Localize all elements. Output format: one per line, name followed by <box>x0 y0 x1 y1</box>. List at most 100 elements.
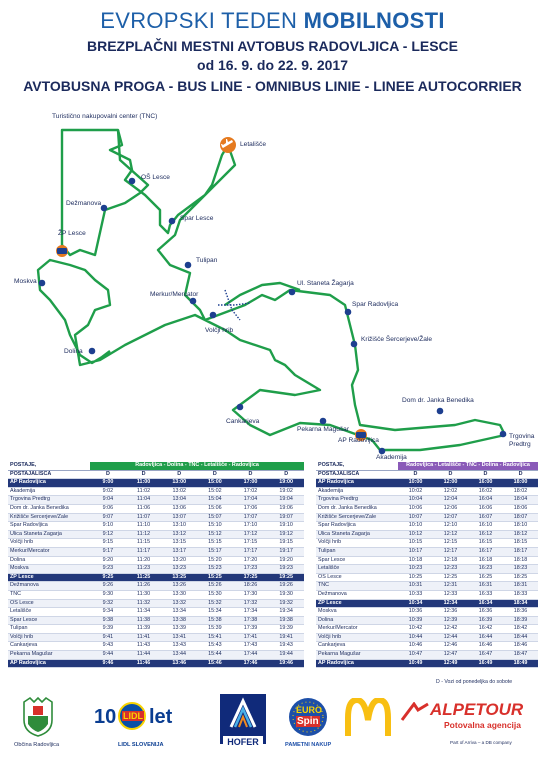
stop-name-cell: Pekarna Magušar <box>316 650 398 660</box>
departure-time-cell: 11:10 <box>125 521 162 531</box>
departure-time-cell: 9:38 <box>90 616 126 626</box>
departure-time-cell: 12:02 <box>433 487 468 497</box>
departure-time-cell: 19:44 <box>268 650 304 660</box>
departure-time-cell: 16:36 <box>468 607 503 617</box>
stop-akademija[interactable] <box>378 447 386 455</box>
label-zp-lesce: ŽP Lesce <box>58 230 86 237</box>
departure-time-cell: 13:12 <box>161 530 198 540</box>
stop-name-cell: Ulica Staneta Žagarja <box>316 530 398 540</box>
departure-time-cell: 18:46 <box>503 641 539 652</box>
departure-time-cell: 10:47 <box>398 650 433 660</box>
departure-time-cell: 19:34 <box>268 607 304 617</box>
stop-os-lesce[interactable] <box>128 177 136 185</box>
departure-time-cell: 16:44 <box>468 633 503 643</box>
departure-time-cell: 13:38 <box>161 616 198 626</box>
stop-krizisce[interactable] <box>350 340 358 348</box>
departure-time-cell: 13:26 <box>161 581 198 591</box>
stop-trgovina[interactable] <box>499 430 507 438</box>
departure-time-cell: 19:00 <box>268 478 304 488</box>
day-label: D <box>468 470 503 480</box>
departure-time-cell: 11:00 <box>125 478 162 488</box>
departure-time-cell: 19:10 <box>268 521 304 531</box>
departure-time-cell: 12:12 <box>433 530 468 540</box>
departure-time-cell: 15:44 <box>197 650 233 660</box>
departure-time-cell: 9:30 <box>90 590 126 600</box>
stop-pekarna[interactable] <box>319 417 327 425</box>
header-route-title: Radovljica - Letališče - TNC - Dolina - … <box>398 462 539 471</box>
route-map: Turistično nakupovalni center (TNC) Leta… <box>0 105 545 461</box>
stop-spar-radovljica[interactable] <box>344 308 352 316</box>
departure-time-cell: 17:32 <box>232 599 269 609</box>
stop-name-cell: Dežmanova <box>8 581 91 591</box>
lidl-caption: LIDL SLOVENIJA <box>118 742 164 748</box>
departure-time-cell: 18:25 <box>503 573 539 583</box>
departure-time-cell: 18:36 <box>503 607 539 617</box>
departure-time-cell: 9:00 <box>90 478 126 488</box>
sponsor-logos: Občina Radovljica 10 LIDL let LIDL SLOVE… <box>0 688 545 768</box>
departure-time-cell: 13:34 <box>161 607 198 617</box>
departure-time-cell: 18:04 <box>503 495 539 505</box>
stop-name-cell: ŽP Lesce <box>316 599 398 609</box>
departure-time-cell: 16:18 <box>468 556 503 566</box>
stop-cankarjeva[interactable] <box>236 403 244 411</box>
stop-dolina[interactable] <box>88 347 96 355</box>
stop-moskva[interactable] <box>38 279 46 287</box>
eurospin-logo: EURO Spin <box>287 696 329 738</box>
label-ap-radovljica: AP Radovljica <box>338 437 379 444</box>
label-dom-benedika: Dom dr. Janka Benedika <box>402 397 474 404</box>
departure-time-cell: 12:34 <box>433 599 468 609</box>
departure-time-cell: 17:23 <box>232 564 269 574</box>
departure-time-cell: 13:20 <box>161 556 198 566</box>
stop-name-cell: AP Radovljica <box>8 659 91 669</box>
departure-time-cell: 10:15 <box>398 538 433 548</box>
event-title-bold: MOBILNOSTI <box>303 8 445 33</box>
departure-time-cell: 19:41 <box>268 633 304 643</box>
stop-merkur[interactable] <box>189 297 197 305</box>
departure-time-cell: 11:17 <box>125 547 162 557</box>
service-title: BREZPLAČNI MESTNI AVTOBUS RADOVLJICA - L… <box>86 38 459 54</box>
stop-name-cell: Ulica Staneta Žagarja <box>8 530 91 540</box>
lidl-number: 10 <box>94 706 117 728</box>
departure-time-cell: 18:18 <box>503 556 539 566</box>
stop-name-cell: Volčji hrib <box>316 538 398 548</box>
departure-time-cell: 17:00 <box>232 478 269 488</box>
departure-time-cell: 16:10 <box>468 521 503 531</box>
departure-time-cell: 18:23 <box>503 564 539 574</box>
departure-time-cell: 17:30 <box>232 590 269 600</box>
departure-time-cell: 15:04 <box>197 495 233 505</box>
hofer-word: HOFER <box>223 736 263 748</box>
stop-dom-benedika[interactable] <box>436 407 444 415</box>
departure-time-cell: 15:30 <box>197 590 233 600</box>
departure-time-cell: 16:46 <box>468 641 503 652</box>
departure-time-cell: 9:12 <box>90 530 126 540</box>
departure-time-cell: 13:07 <box>161 513 198 523</box>
stop-spar-lesce[interactable] <box>168 217 176 225</box>
stop-name-cell: Letališče <box>316 564 398 574</box>
alpetour-logo: ALPETOUR Potovalna agencija <box>400 698 540 738</box>
stop-dezmanova[interactable] <box>100 204 108 212</box>
departure-time-cell: 12:25 <box>433 573 468 583</box>
label-moskva: Moskva <box>14 278 37 285</box>
terminal-zp-lesce[interactable] <box>56 245 68 257</box>
departure-time-cell: 15:23 <box>197 564 233 574</box>
stop-ul-staneta[interactable] <box>288 288 296 296</box>
stop-tulipan[interactable] <box>184 261 192 269</box>
route-line-east <box>224 281 301 306</box>
eurospin-bottom: Spin <box>296 716 320 727</box>
departure-time-cell: 11:02 <box>125 487 162 497</box>
header-route-title: Radovljica - Dolina - TNC - Letališče - … <box>90 462 304 471</box>
departure-time-cell: 16:15 <box>468 538 503 548</box>
stop-volcji-hrib[interactable] <box>209 311 217 319</box>
terminal-ap-radovljica[interactable] <box>355 429 367 441</box>
departure-time-cell: 12:15 <box>433 538 468 548</box>
